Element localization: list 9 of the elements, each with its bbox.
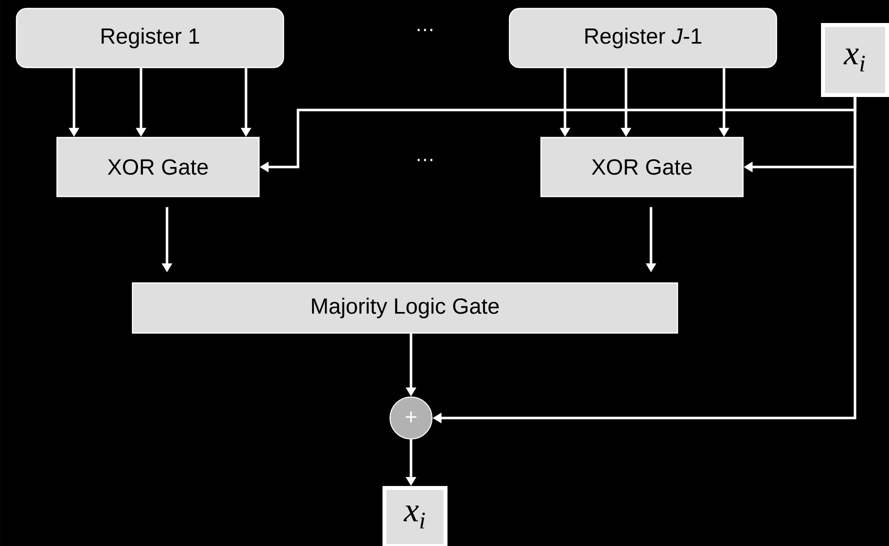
xor-gate-box: XOR Gate [56, 136, 260, 198]
register-box: Register J-1 [508, 8, 778, 68]
input-box: x$_{i}$ [821, 23, 889, 97]
ellipsis: … [418, 158, 432, 162]
ellipsis: … [418, 28, 432, 32]
majority-gate-box: Majority Logic Gate [132, 282, 678, 334]
xor-gate-box: XOR Gate [540, 136, 744, 198]
register-box: Register 1 [16, 8, 284, 68]
output-box: x$_{i}$ [382, 486, 448, 546]
